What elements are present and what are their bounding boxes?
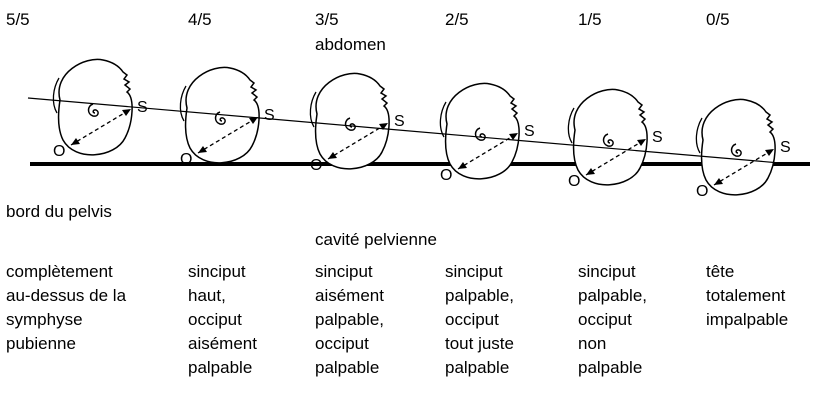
fraction-label: 3/5 — [315, 10, 339, 29]
ear-icon — [602, 133, 614, 147]
fetal-head: OS — [439, 82, 535, 184]
ear-icon — [87, 103, 99, 117]
head-outline — [444, 82, 520, 180]
arrow-head — [586, 168, 595, 175]
arrow-head — [714, 178, 723, 185]
head-outline — [700, 98, 776, 196]
pelvic-cavity-label: cavité pelvienne — [315, 230, 437, 249]
sinciput-marker: S — [264, 107, 275, 124]
description-column: sinciput aisément palpable, occiput palp… — [315, 262, 385, 377]
ear-icon — [474, 127, 486, 141]
ear-icon — [730, 143, 742, 157]
ear-icon — [214, 111, 226, 125]
arrow-head — [379, 123, 388, 130]
head-outline — [314, 72, 390, 170]
fetal-head: OS — [695, 98, 791, 200]
description-column: sinciput palpable, occiput tout juste pa… — [445, 262, 515, 377]
fraction-label: 1/5 — [578, 10, 602, 29]
diameter-line — [70, 108, 132, 146]
fetal-head: OS — [567, 88, 663, 190]
occiput-marker: O — [568, 173, 580, 190]
occiput-marker: O — [440, 167, 452, 184]
sinciput-marker: S — [780, 139, 791, 156]
descent-reference-line — [27, 97, 781, 164]
pelvis-brim-label: bord du pelvis — [6, 202, 112, 221]
diameter-line — [197, 116, 259, 154]
diameter-line — [327, 122, 389, 160]
sinciput-marker: S — [524, 123, 535, 140]
sinciput-marker: S — [652, 129, 663, 146]
fraction-label: 2/5 — [445, 10, 469, 29]
arrow-head — [122, 109, 131, 116]
neck-line — [179, 85, 187, 122]
fetal-head: OS — [309, 72, 405, 174]
occiput-marker: O — [310, 157, 322, 174]
sinciput-marker: S — [394, 113, 405, 130]
neck-line — [309, 91, 317, 128]
occiput-marker: O — [180, 151, 192, 168]
neck-line — [695, 117, 703, 154]
description-column: sinciput palpable, occiput non palpable — [578, 262, 648, 377]
arrow-head — [509, 133, 518, 140]
arrow-head — [198, 146, 207, 153]
abdomen-label: abdomen — [315, 35, 386, 54]
description-column: sinciput haut, occiput aisément palpable — [188, 262, 257, 377]
fraction-label: 4/5 — [188, 10, 212, 29]
arrow-head — [637, 139, 646, 146]
arrow-head — [249, 117, 258, 124]
fetal-head: OS — [52, 58, 148, 160]
arrow-head — [765, 149, 774, 156]
arrow-head — [71, 138, 80, 145]
description-column: complètement au-dessus de la symphyse pu… — [6, 262, 127, 353]
head-outline — [572, 88, 648, 186]
diameter-line — [713, 148, 775, 186]
neck-line — [567, 107, 575, 144]
neck-line — [52, 77, 60, 114]
fraction-label: 0/5 — [706, 10, 730, 29]
occiput-marker: O — [696, 183, 708, 200]
ear-icon — [344, 117, 356, 131]
diameter-line — [585, 138, 647, 176]
head-outline — [57, 58, 133, 156]
fetal-head-descent-diagram: OSOSOSOSOSOS — [27, 58, 810, 200]
arrow-head — [328, 152, 337, 159]
description-column: tête totalement impalpable — [706, 262, 789, 329]
occiput-marker: O — [53, 143, 65, 160]
arrow-head — [458, 162, 467, 169]
neck-line — [439, 101, 447, 138]
fraction-label: 5/5 — [6, 10, 30, 29]
